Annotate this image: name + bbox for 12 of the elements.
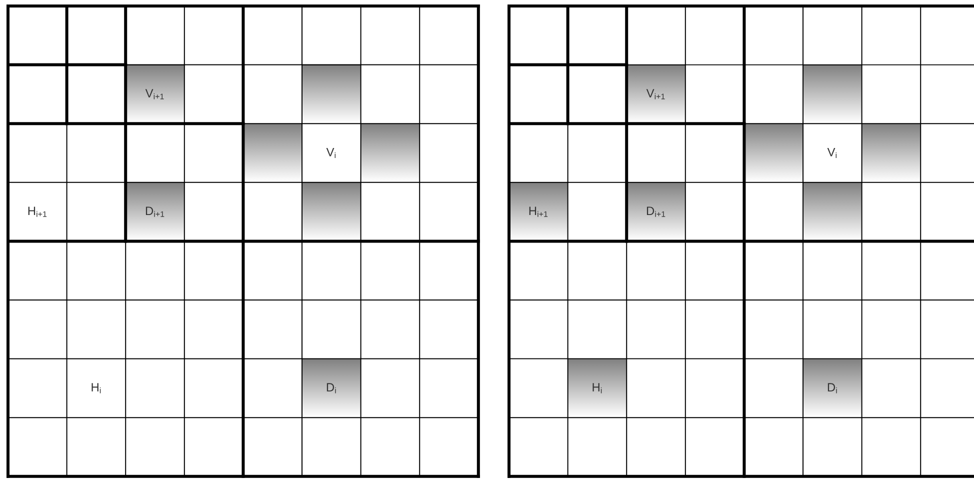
- cell-label: H$_{i}$: [592, 383, 602, 394]
- cell-label: H$_{i+1}$: [28, 206, 47, 217]
- cell-label: V$_{i}$: [827, 148, 836, 158]
- cell-label: V$_{i}$: [326, 148, 336, 158]
- cell-label: V$_{i+1}$: [145, 89, 164, 100]
- cell-label: H$_{i+1}$: [529, 206, 548, 217]
- cell-label: D$_{i}$: [828, 383, 837, 394]
- cell-label: H$_{i}$: [92, 383, 101, 394]
- cell-label: V$_{i+1}$: [646, 89, 665, 100]
- cell-label: D$_{i+1}$: [146, 206, 164, 217]
- cell-label: D$_{i}$: [326, 383, 336, 394]
- cell-label: D$_{i+1}$: [646, 206, 666, 217]
